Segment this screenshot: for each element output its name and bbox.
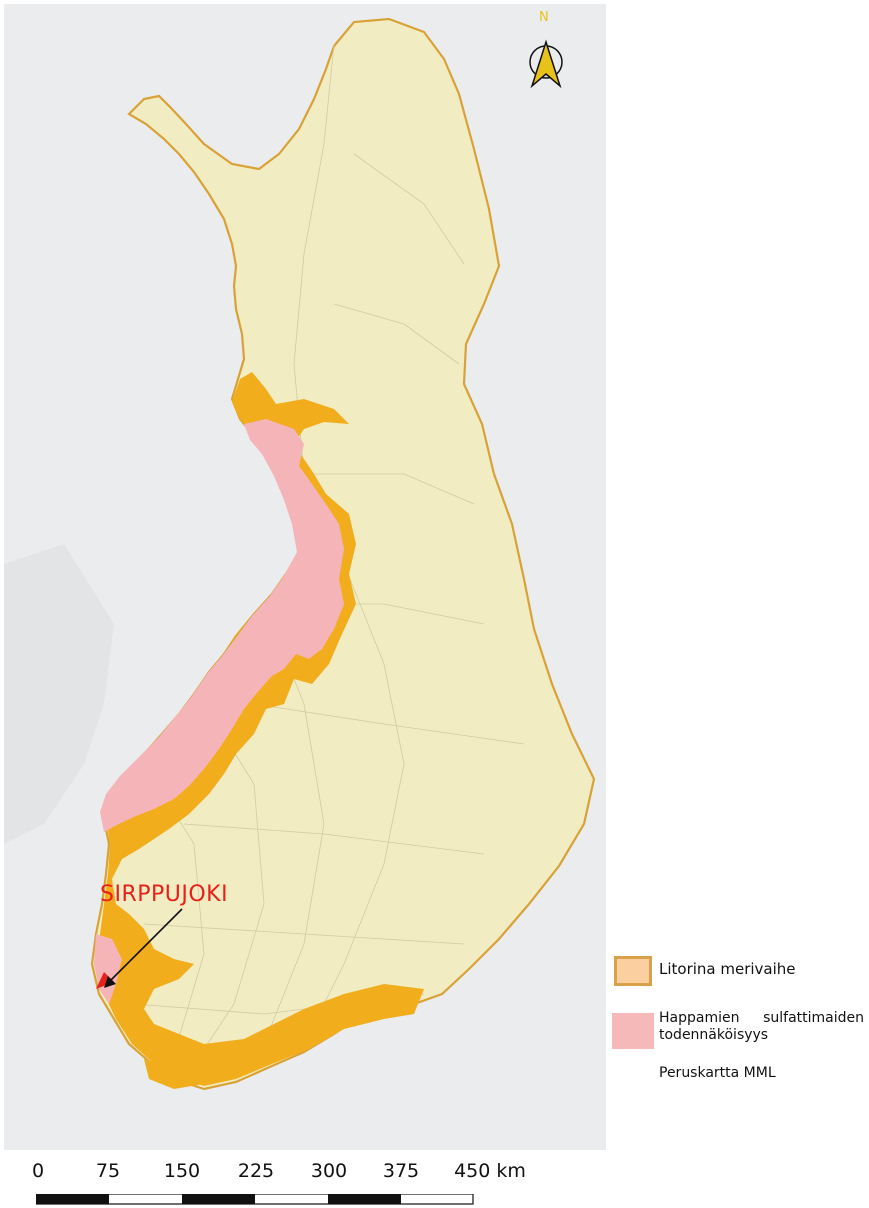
legend-swatch-acid-sulfate <box>612 1013 654 1049</box>
basemap-credit: Peruskartta MML <box>659 1065 776 1081</box>
north-label: N <box>539 10 549 25</box>
north-arrow-icon <box>529 39 563 89</box>
scale-label-225: 225 <box>237 1160 275 1182</box>
site-label: SIRPPUJOKI <box>100 882 229 907</box>
map-canvas[interactable] <box>4 4 606 1150</box>
scale-label-375: 375 <box>382 1160 420 1182</box>
scale-label-75: 75 <box>95 1160 121 1182</box>
scale-label-450: 450 km <box>454 1160 526 1182</box>
site-arrow-line <box>108 908 183 983</box>
neighbour-land <box>4 544 114 844</box>
scale-label-0: 0 <box>31 1160 45 1182</box>
map-frame[interactable]: SIRPPUJOKI N <box>4 4 606 1150</box>
site-arrow-head <box>104 976 116 988</box>
legend-label-litorina: Litorina merivaihe <box>659 960 796 978</box>
legend-swatch-litorina <box>614 956 652 986</box>
scale-label-300: 300 <box>310 1160 348 1182</box>
sirppujoki-marker[interactable] <box>96 972 114 989</box>
scale-bar <box>36 1194 474 1205</box>
legend-label-acid-sulfate: Happamien sulfattimaiden todennäköisyys <box>659 1010 864 1043</box>
scale-label-150: 150 <box>163 1160 201 1182</box>
